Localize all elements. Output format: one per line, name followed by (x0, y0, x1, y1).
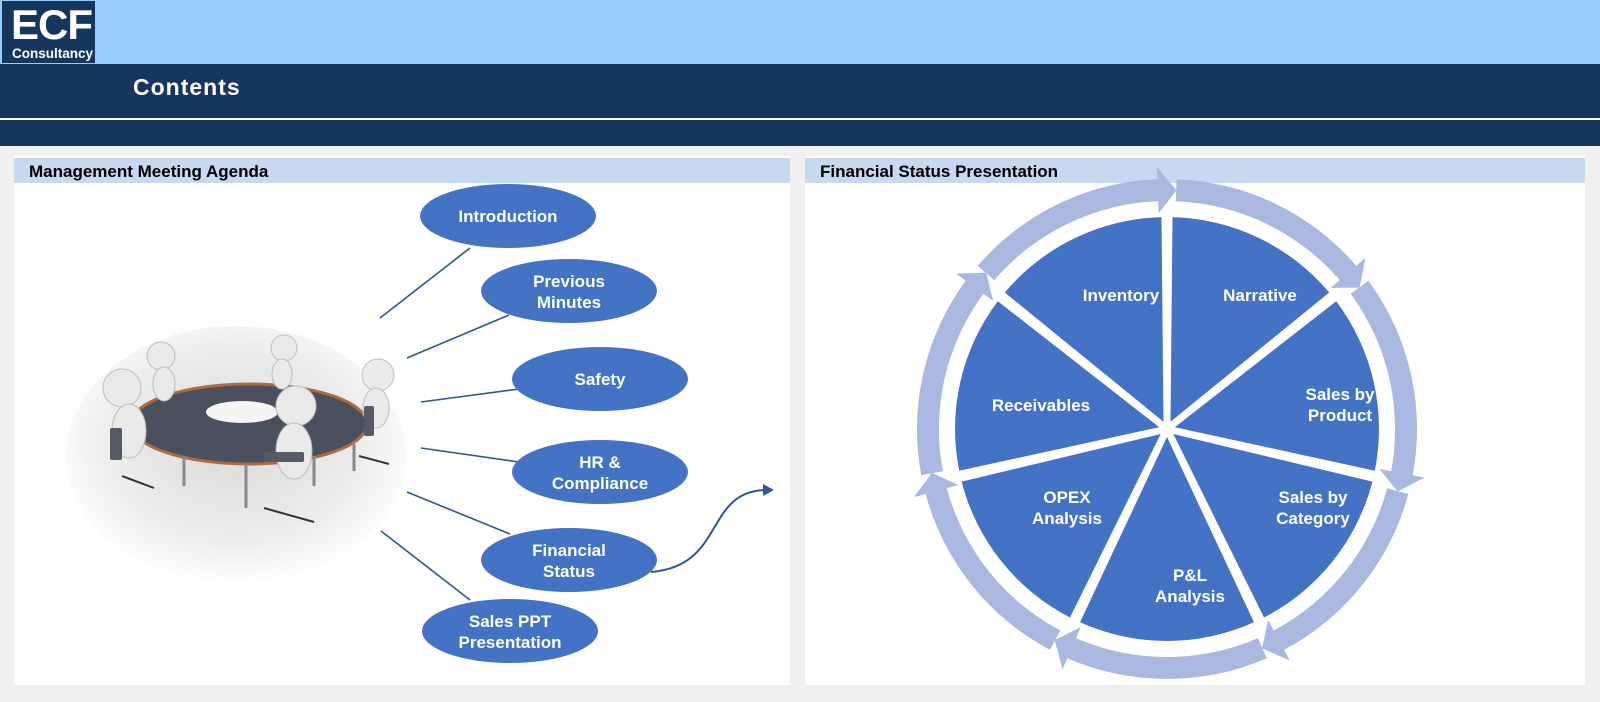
cycle-wedge-sales-by-product[interactable] (1174, 301, 1379, 471)
agenda-panel-header: Management Meeting Agenda (14, 158, 790, 183)
agenda-item-label: Financial (532, 541, 606, 560)
cycle-arrow-opex-analysis (914, 472, 1061, 650)
top-banner (0, 0, 1600, 64)
cycle-item-label: Category (1276, 509, 1350, 528)
cycle-item-label: Sales by (1306, 385, 1376, 404)
cycle-item-sales-by-category[interactable]: Sales by Category (1276, 488, 1350, 528)
agenda-item-label: Presentation (459, 633, 562, 652)
financial-panel-title: Financial Status Presentation (820, 162, 1059, 181)
agenda-item-sales-ppt-presentation[interactable]: Sales PPT Presentation (422, 599, 598, 663)
agenda-item-label: Status (543, 562, 595, 581)
agenda-diagram: Introduction Previous Minutes Safety HR … (66, 184, 774, 663)
sub-bar (0, 120, 1600, 146)
agenda-panel-title: Management Meeting Agenda (29, 162, 269, 181)
agenda-item-label: Compliance (552, 474, 648, 493)
cycle-item-label: P&L (1173, 566, 1207, 585)
cycle-arrow-sales-by-category (1262, 488, 1409, 661)
cycle-item-narrative[interactable]: Narrative (1223, 286, 1297, 305)
agenda-item-label: Safety (574, 370, 626, 389)
cycle-wedge-sales-by-category[interactable] (1173, 434, 1373, 618)
cycle-arrow-pl-analysis (1054, 627, 1267, 679)
cycle-wedges (955, 217, 1379, 641)
curved-arrow-head (763, 484, 774, 496)
financial-panel: Financial Status Presentation Narrative … (805, 156, 1585, 685)
cycle-wedge-inventory[interactable] (1004, 217, 1164, 422)
cycle-item-label: Product (1308, 406, 1373, 425)
cycle-arrow-sales-by-product (1350, 280, 1425, 492)
cycle-wedge-receivables[interactable] (955, 301, 1160, 471)
cycle-arrow-inventory (977, 167, 1177, 281)
brand-subtitle: Consultancy (12, 46, 94, 61)
brand-logo[interactable]: ECF Consultancy (2, 1, 95, 63)
cycle-item-label: Inventory (1083, 286, 1160, 305)
agenda-item-label: Minutes (537, 293, 601, 312)
financial-panel-header: Financial Status Presentation (805, 158, 1585, 183)
agenda-item-introduction[interactable]: Introduction (420, 184, 596, 248)
agenda-item-financial-status[interactable]: Financial Status (481, 528, 657, 592)
meeting-illustration (66, 326, 406, 586)
agenda-item-hr-compliance[interactable]: HR & Compliance (512, 440, 688, 504)
cycle-item-receivables[interactable]: Receivables (992, 396, 1090, 415)
cycle-item-label: OPEX (1043, 488, 1091, 507)
agenda-panel: Management Meeting Agenda (14, 156, 790, 685)
agenda-item-label: Introduction (458, 207, 557, 226)
cycle-wedge-opex-analysis[interactable] (961, 434, 1161, 618)
cycle-item-sales-by-product[interactable]: Sales by Product (1306, 385, 1376, 425)
agenda-item-label: Sales PPT (469, 612, 552, 631)
title-bar: Contents (0, 64, 1600, 118)
cycle-arrow-narrative (1175, 179, 1366, 288)
cycle-item-opex-analysis[interactable]: OPEX Analysis (1032, 488, 1102, 528)
cycle-item-label: Receivables (992, 396, 1090, 415)
cycle-item-label: Analysis (1032, 509, 1102, 528)
cycle-item-pl-analysis[interactable]: P&L Analysis (1155, 566, 1225, 606)
cycle-wedge-narrative[interactable] (1170, 217, 1330, 422)
agenda-item-label: HR & (579, 453, 621, 472)
cycle-item-label: Analysis (1155, 587, 1225, 606)
divider (0, 118, 1600, 120)
agenda-connectors (379, 247, 520, 601)
cycle-arrow-receivables (916, 272, 994, 476)
brand-name: ECF (11, 1, 93, 48)
financial-cycle-diagram: Narrative Sales by Product Sales by Cate… (914, 167, 1425, 679)
agenda-item-label: Previous (533, 272, 605, 291)
cycle-item-inventory[interactable]: Inventory (1083, 286, 1160, 305)
page-title: Contents (133, 74, 241, 100)
cycle-item-label: Narrative (1223, 286, 1297, 305)
agenda-item-previous-minutes[interactable]: Previous Minutes (481, 259, 657, 323)
cycle-wedge-pl-analysis[interactable] (1080, 437, 1254, 641)
agenda-item-safety[interactable]: Safety (512, 347, 688, 411)
curved-arrow (650, 489, 767, 573)
cycle-arrow-ring (914, 167, 1425, 679)
cycle-item-label: Sales by (1279, 488, 1349, 507)
